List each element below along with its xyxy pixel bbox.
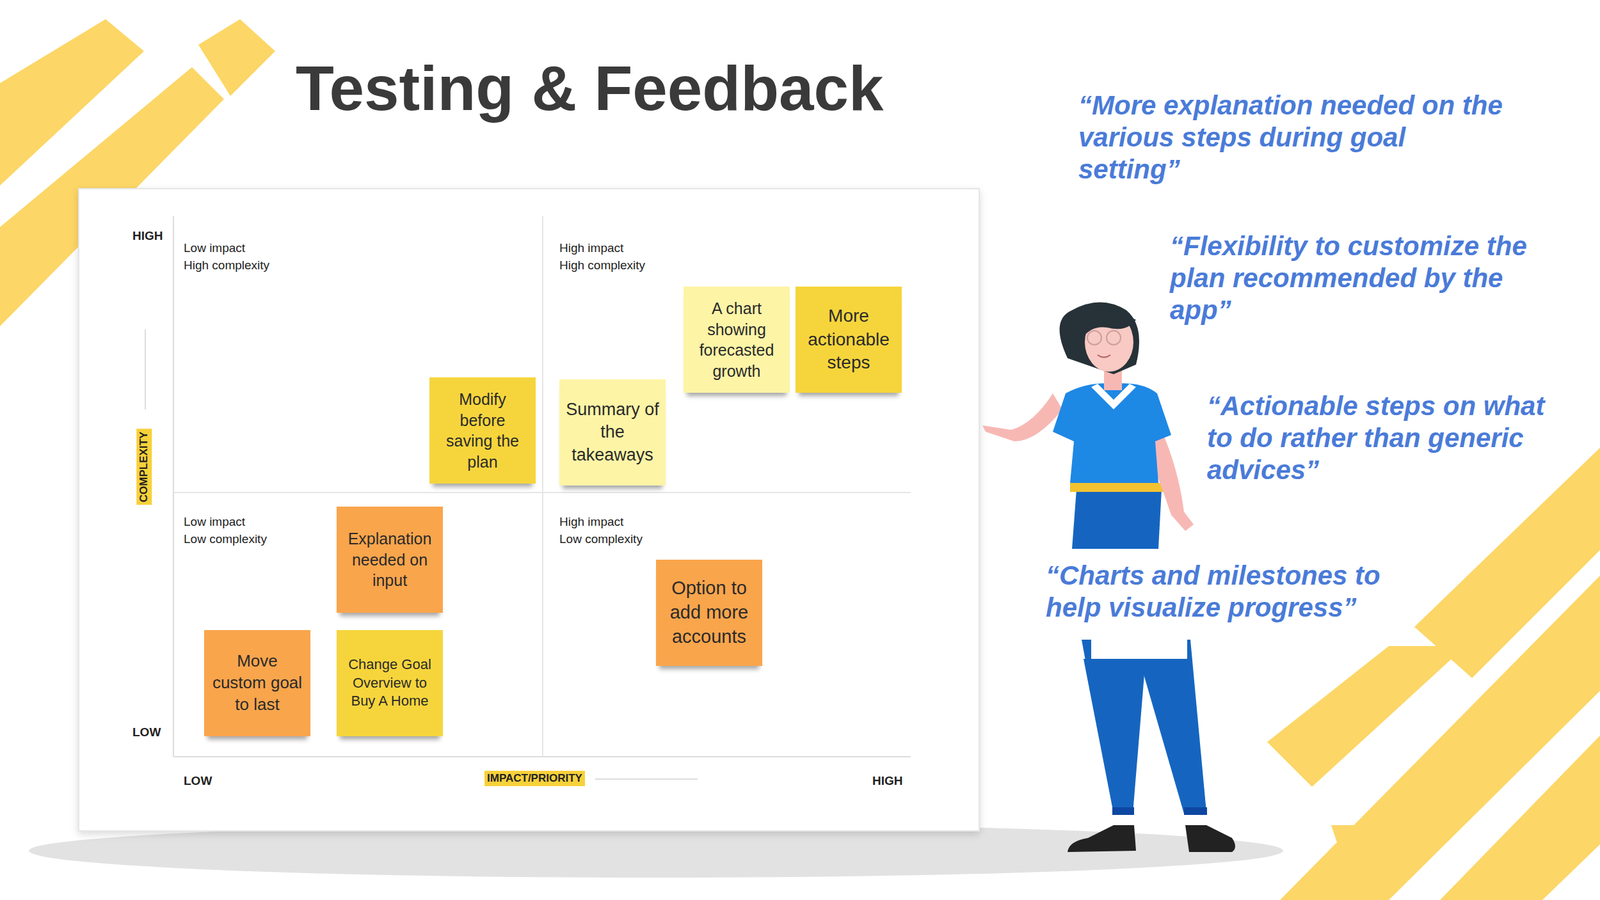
note-text: Summary of the takeaways xyxy=(564,398,661,466)
axis xyxy=(172,216,175,758)
sticky-note: A chart showing forecasted growth xyxy=(683,286,790,393)
quadrant-label: Low impact xyxy=(183,515,246,530)
axis-label: HIGH xyxy=(132,229,164,244)
axis-label: IMPACT/PRIORITY xyxy=(484,771,585,787)
note-text: Explanation needed on input xyxy=(341,528,438,592)
board xyxy=(78,188,980,832)
note-text: More actionable steps xyxy=(800,304,897,375)
quadrant-label: Low impact xyxy=(183,241,246,256)
feedback-quote: “More explanation needed on the various … xyxy=(1078,89,1514,186)
axis-label: COMPLEXITY xyxy=(136,429,152,506)
note-text: A chart showing forecasted growth xyxy=(688,298,785,382)
quadrant-label: High complexity xyxy=(183,258,270,273)
feedback-quote: “Actionable steps on what to do rather t… xyxy=(1207,390,1556,487)
quadrant-label: High impact xyxy=(559,241,624,256)
stripes xyxy=(1267,448,1600,900)
note-text: Option to add more accounts xyxy=(661,576,758,649)
note-text: Modify before saving the plan xyxy=(434,389,531,473)
quadrant-label: High complexity xyxy=(559,258,646,273)
sticky-note: Modify before saving the plan xyxy=(429,377,536,484)
axis-tick xyxy=(595,778,698,781)
quadrant-label: Low complexity xyxy=(559,532,643,547)
grid-line xyxy=(542,216,544,758)
note-text: Change Goal Overview to Buy A Home xyxy=(341,656,438,712)
sticky-note: More actionable steps xyxy=(795,286,902,393)
quadrant-label: Low complexity xyxy=(183,532,267,547)
sticky-note: Move custom goal to last xyxy=(204,630,311,737)
axis-label: HIGH xyxy=(872,774,904,789)
sticky-note: Change Goal Overview to Buy A Home xyxy=(336,630,443,737)
grid-line xyxy=(173,492,911,494)
axis-label: LOW xyxy=(132,725,161,740)
sticky-note: Explanation needed on input xyxy=(336,506,443,614)
feedback-quote: “Charts and milestones to help visualize… xyxy=(1045,560,1430,624)
title: Testing & Feedback xyxy=(295,52,884,125)
sticky-note: Option to add more accounts xyxy=(656,560,763,667)
floor-shadow xyxy=(28,824,1284,879)
axis-tick xyxy=(144,329,146,410)
feedback-quote: “Flexibility to customize the plan recom… xyxy=(1169,230,1567,327)
note-text: Move custom goal to last xyxy=(209,650,306,716)
quadrant-label: High impact xyxy=(559,515,624,530)
axis-label: LOW xyxy=(183,774,212,789)
sticky-note: Summary of the takeaways xyxy=(559,379,666,486)
